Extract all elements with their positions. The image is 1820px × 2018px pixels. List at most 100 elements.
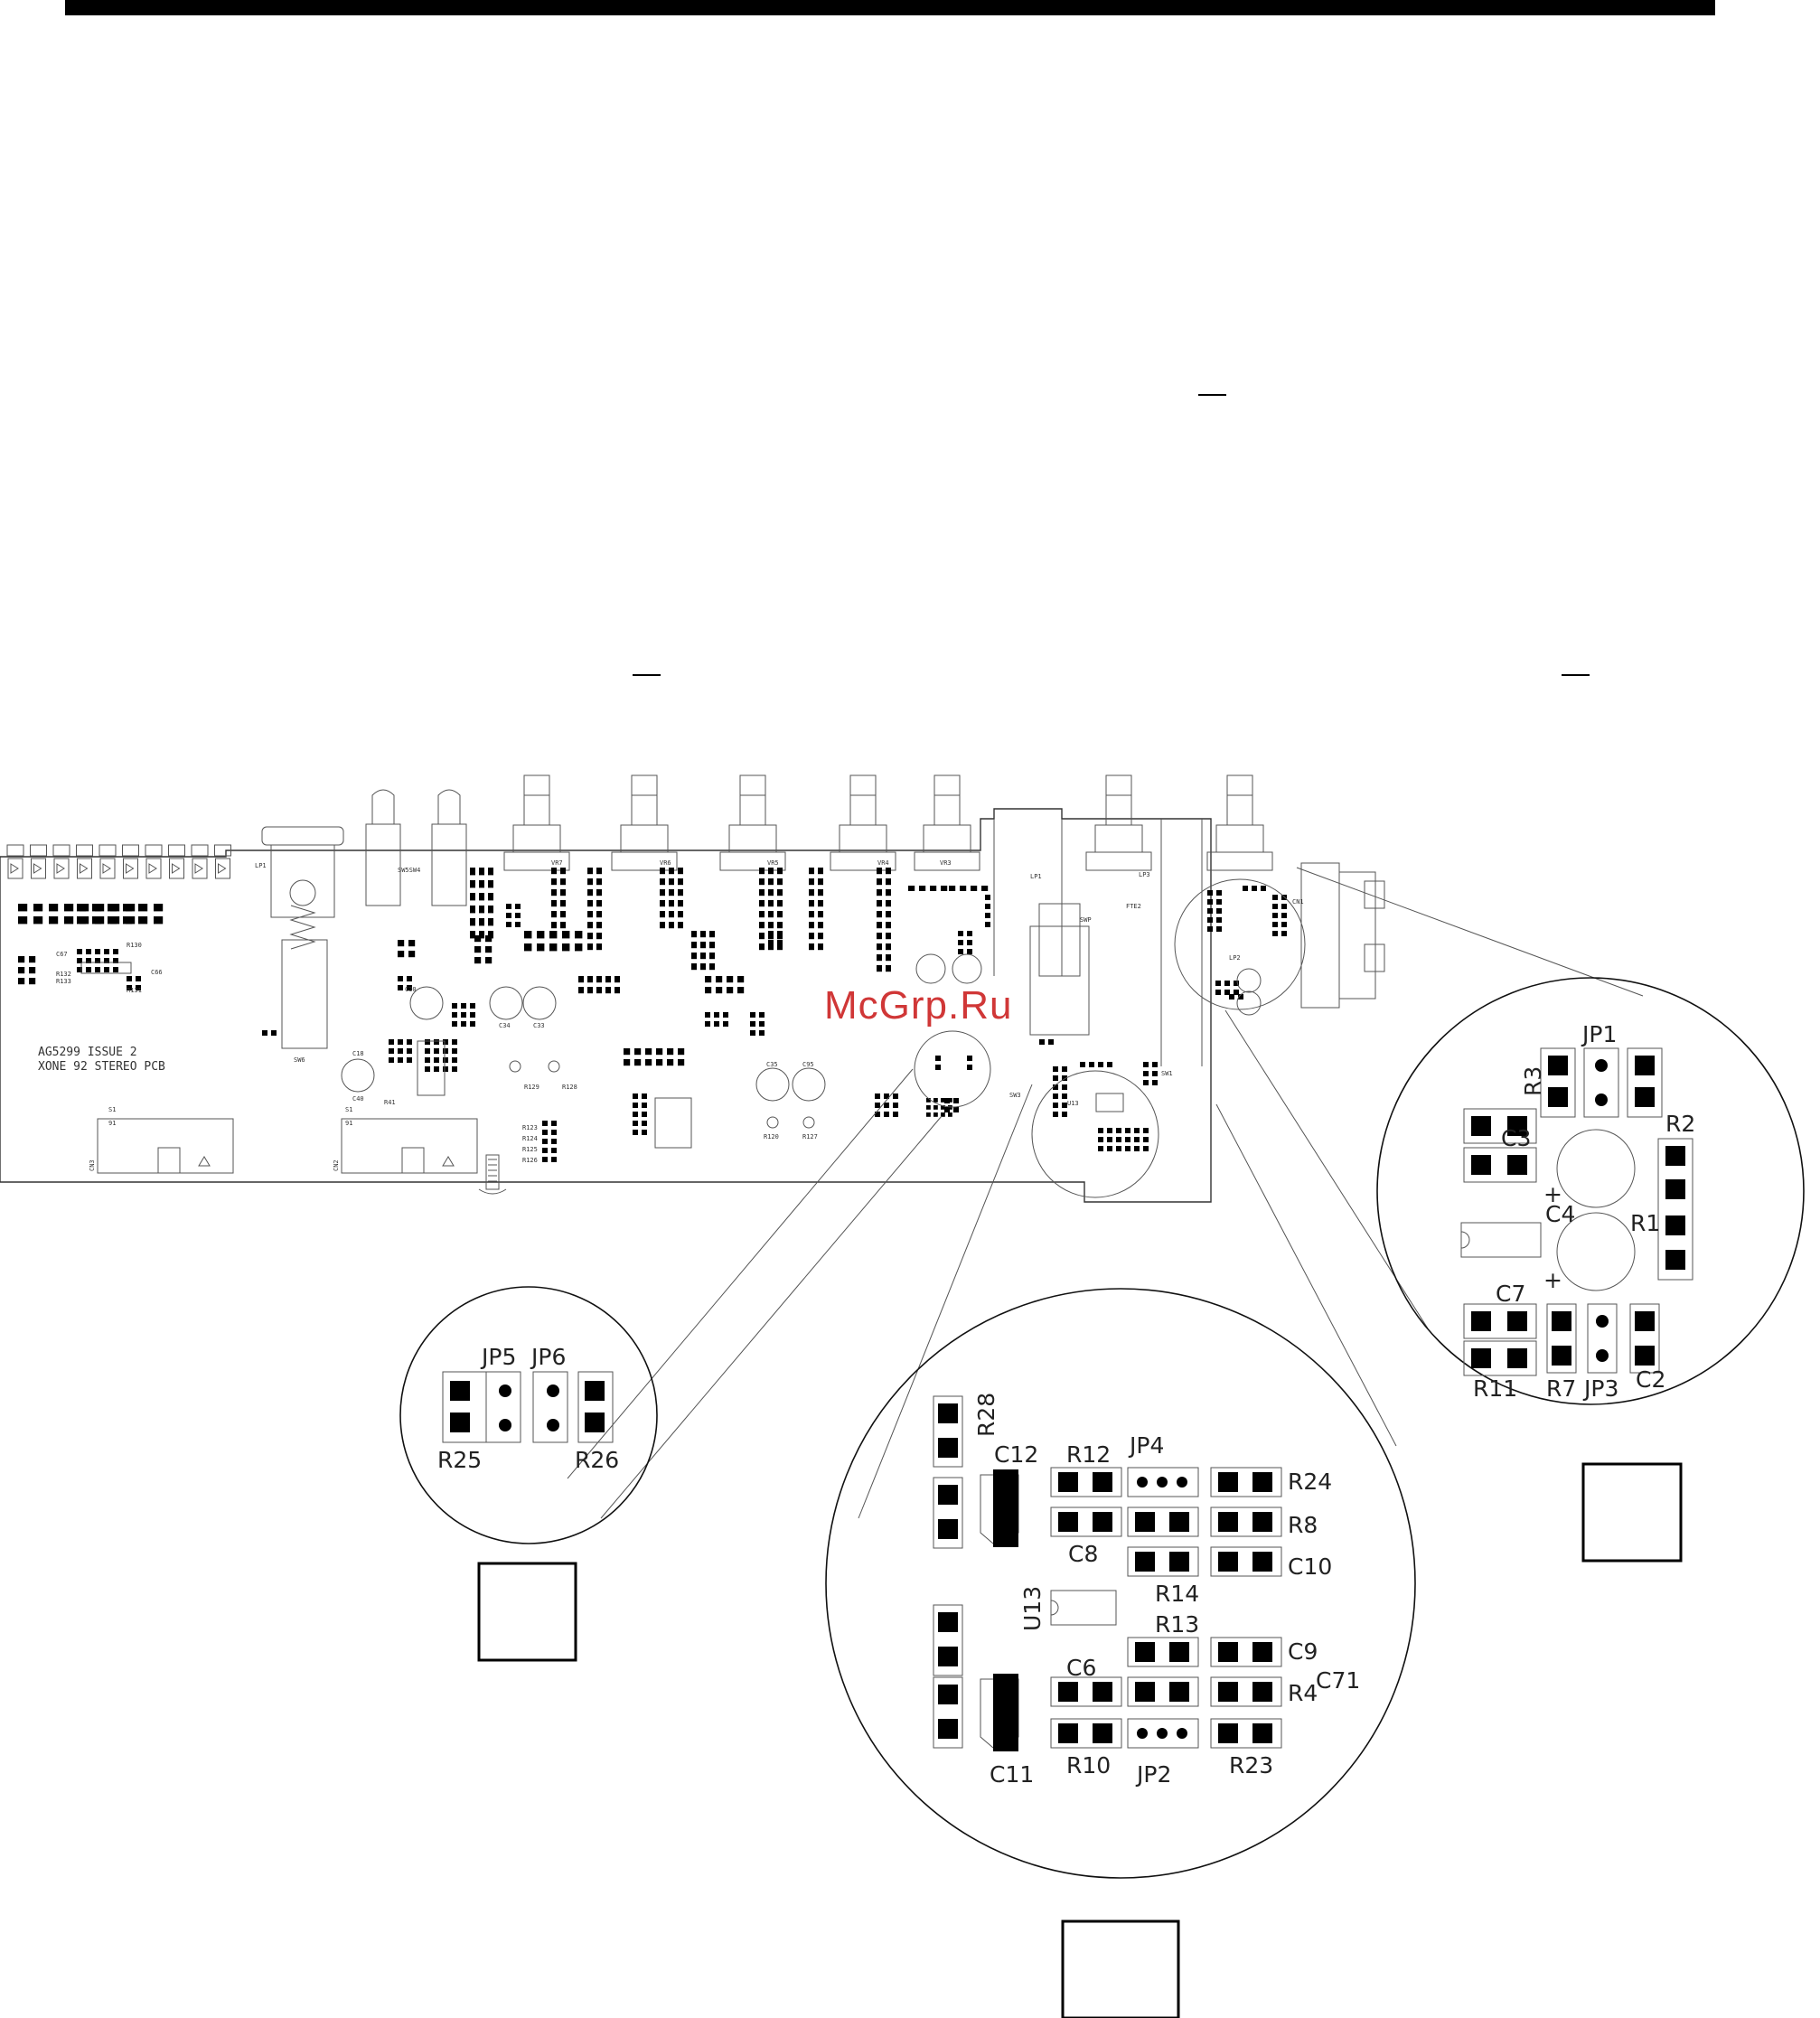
smd-pad: [614, 987, 620, 994]
smd-pad: [705, 1012, 710, 1018]
jumper-pin: [1177, 1728, 1187, 1739]
switch-label: SWP: [1080, 916, 1092, 924]
smd-pad: [669, 900, 674, 907]
smd-pad: [1272, 913, 1278, 918]
part-label: C66: [151, 969, 163, 976]
smd-pad: [624, 1059, 631, 1066]
header-bar: [65, 0, 1715, 15]
pot-bushing: [620, 824, 669, 853]
jumper-outline: [1127, 1718, 1199, 1749]
smd-pad: [1107, 1128, 1112, 1133]
diode-symbol: [56, 863, 65, 874]
pad-outline: [933, 1477, 963, 1549]
pot-shaft: [933, 774, 961, 826]
smd-pad: [886, 900, 891, 907]
part-label: R127: [802, 1133, 818, 1140]
smd-pad: [551, 1121, 557, 1126]
smd-pad: [886, 922, 891, 929]
c7-label: C7: [1496, 1281, 1525, 1307]
smd-pad: [86, 958, 91, 963]
pot-shaft: [631, 774, 658, 826]
smd-pad: [818, 868, 823, 875]
pad-outline: [1210, 1506, 1282, 1537]
smd-pad: [596, 878, 602, 886]
part-label: R132: [56, 971, 71, 978]
watermark: McGrp.Ru: [824, 983, 1013, 1028]
part-label: LP1: [1030, 873, 1042, 880]
smd-pad: [1134, 1146, 1140, 1151]
pad-outline: [1210, 1676, 1282, 1707]
smd-pad: [560, 878, 566, 886]
smd-pad: [1143, 1062, 1149, 1067]
smd-pad: [634, 1059, 642, 1066]
smd-pad: [768, 931, 774, 936]
part-label: C67: [56, 951, 68, 958]
smd-pad: [777, 943, 783, 951]
smd-pad: [1135, 1642, 1155, 1662]
smd-pad: [479, 906, 484, 914]
jumper-pin: [1157, 1728, 1168, 1739]
smd-pad: [1216, 890, 1222, 896]
smd-pad: [488, 918, 493, 926]
smd-pad: [1107, 1137, 1112, 1142]
smd-pad: [136, 976, 141, 981]
part-label: LP3: [1139, 871, 1150, 878]
smd-pad: [985, 895, 990, 900]
pot-body: [1206, 851, 1273, 871]
smd-pad: [425, 1066, 430, 1072]
smd-pad: [138, 916, 148, 925]
smd-pad: [642, 1093, 647, 1099]
svg-text:SW6: SW6: [294, 1056, 305, 1064]
smd-pad: [470, 1003, 475, 1009]
smd-pad: [953, 1107, 959, 1112]
smd-pad: [1053, 1066, 1058, 1072]
smd-pad: [1098, 1128, 1103, 1133]
smd-pad: [944, 1107, 950, 1112]
pot-body: [611, 851, 678, 871]
c12-label: C12: [994, 1441, 1038, 1468]
smd-pad: [944, 1098, 950, 1103]
switch-label: SW1: [1161, 1070, 1173, 1077]
smd-pad: [596, 900, 602, 907]
smd-pad: [434, 1039, 439, 1045]
smd-pad: [77, 904, 87, 912]
smd-pad: [967, 949, 972, 954]
smd-pad: [1234, 990, 1239, 995]
smd-pad: [709, 953, 715, 960]
smd-pad: [1135, 1512, 1155, 1532]
smd-pad: [1107, 1062, 1112, 1067]
smd-pad: [1281, 895, 1287, 900]
smd-pad: [642, 1103, 647, 1108]
part-label: C18: [352, 1050, 364, 1057]
smd-pad: [1238, 994, 1243, 1000]
smd-pad: [750, 1012, 755, 1018]
smd-pad: [714, 1021, 719, 1027]
smd-pad: [958, 931, 963, 936]
diode-symbol: [102, 863, 111, 874]
smd-pad: [967, 1056, 972, 1061]
smd-components: [18, 868, 1287, 1162]
smd-pad: [818, 911, 823, 918]
plus-mark: +: [1543, 1181, 1562, 1207]
smd-pad: [1053, 1075, 1058, 1081]
smd-pad: [136, 985, 141, 990]
diode-symbol: [194, 863, 203, 874]
smd-pad: [587, 889, 593, 896]
smd-pad: [985, 904, 990, 909]
smd-pad: [678, 922, 683, 929]
pcb-board: [0, 808, 1212, 1203]
smd-pad: [933, 1105, 938, 1110]
smd-pad: [49, 916, 59, 925]
smd-pad: [398, 976, 403, 981]
smd-pad: [506, 904, 511, 909]
smd-pad: [877, 933, 882, 940]
part-label: R126: [522, 1157, 538, 1164]
smd-pad: [515, 922, 521, 927]
smd-pad: [154, 904, 164, 912]
smd-pad: [485, 946, 493, 953]
jp3-label: JP3: [1582, 1375, 1618, 1402]
smd-pad: [86, 949, 91, 954]
smd-pad: [877, 943, 882, 951]
smd-pad: [1272, 895, 1278, 900]
